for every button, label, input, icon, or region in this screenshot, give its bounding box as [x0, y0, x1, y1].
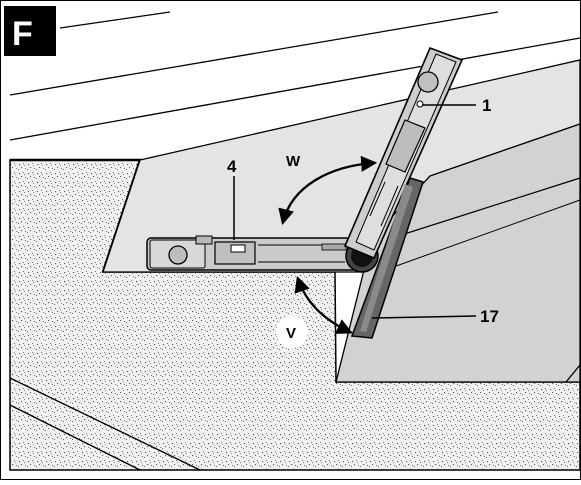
figure-letter: F [12, 15, 33, 53]
leader-lines [233, 104, 477, 319]
angle-label-v: V [286, 325, 296, 342]
callout-4: 4 [227, 157, 237, 176]
callout-1: 1 [482, 96, 491, 115]
surface-shading-line-2 [384, 199, 581, 271]
contact-edge [350, 177, 424, 339]
tool-base [146, 235, 358, 271]
lower-slant-lines [9, 364, 581, 471]
surface-shading-line [397, 177, 581, 237]
figure-letter-badge [4, 6, 56, 56]
angle-label-v-bubble [276, 316, 308, 348]
angle-label-w: W [286, 153, 301, 170]
angle-w-arrow [278, 155, 378, 226]
callout-17: 17 [480, 307, 499, 326]
angle-v-arrow [294, 275, 353, 334]
